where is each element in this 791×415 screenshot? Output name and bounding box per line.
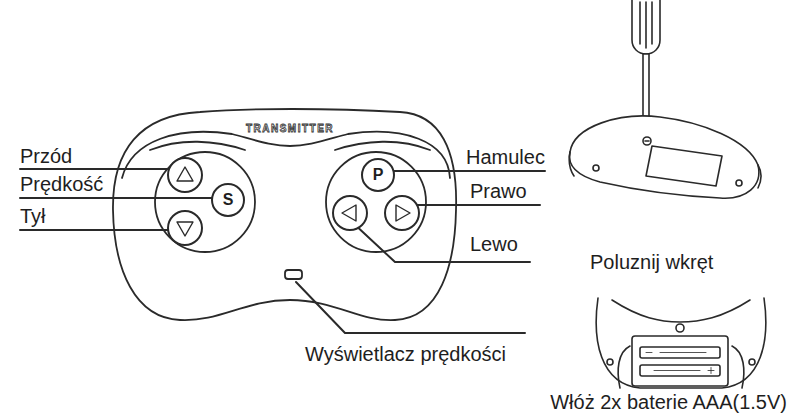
arrow-symbol <box>342 205 356 221</box>
part-label: Prawo <box>470 179 527 203</box>
part-label: Prędkość <box>20 172 103 196</box>
body-contour <box>150 142 430 150</box>
part-label: Włóż 2x baterie AAA(1.5V) <box>550 390 787 414</box>
part-label: Hamulec <box>466 145 545 169</box>
round-button: P <box>361 158 395 192</box>
button-cluster <box>155 152 255 252</box>
arrow-symbol <box>396 205 410 221</box>
button-letter: P <box>373 166 384 184</box>
arrow-symbol <box>177 222 193 236</box>
battery-compartment-view <box>596 298 766 388</box>
arrow-button <box>168 158 202 192</box>
arrow-button <box>385 196 419 230</box>
body-outline <box>113 109 456 320</box>
transmitter-outline <box>110 106 460 326</box>
leader-lines <box>20 169 545 333</box>
part-label: Tył <box>20 204 46 228</box>
button-cluster <box>326 152 426 252</box>
arrow-symbol <box>177 167 193 181</box>
speed-display <box>285 270 302 279</box>
round-button: S <box>211 183 245 217</box>
transmitter-back <box>569 116 761 198</box>
button-letter: S <box>223 191 234 209</box>
part-label: Poluznij wkręt <box>590 250 713 274</box>
arrow-button <box>168 211 202 245</box>
transmitter-body: TRANSMITTER S P <box>110 106 460 326</box>
device-title: TRANSMITTER <box>246 123 334 134</box>
arrow-button <box>333 196 367 230</box>
part-label: Lewo <box>470 232 518 256</box>
part-label: Wyświetlacz prędkości <box>305 342 506 366</box>
part-label: Przód <box>20 144 72 168</box>
